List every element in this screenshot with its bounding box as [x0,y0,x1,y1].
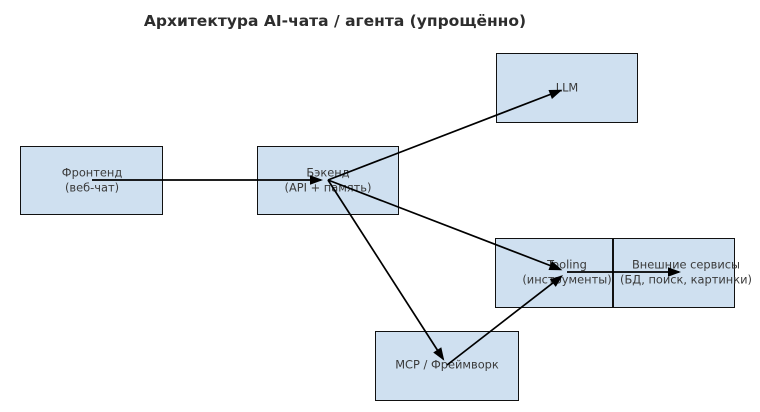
node-external-label-line: (БД, поиск, картинки) [620,272,752,286]
node-external-label: Внешние сервисы(БД, поиск, картинки) [620,257,752,286]
node-llm-label-line: LLM [555,80,579,95]
node-backend-label-line: (API + память) [284,180,372,194]
node-llm-label: LLM [556,81,579,96]
node-backend-label-line: Бэкенд [306,165,350,180]
node-frontend-label-line: Фронтенд [61,165,123,180]
node-mcp-label-line: MCP / Фреймворк [395,357,499,372]
node-mcp-label: MCP / Фреймворк [395,358,499,373]
node-tooling-label: Tooling(инструменты) [522,257,611,286]
node-tooling-label-line: (инструменты) [522,272,612,286]
node-tooling-label-line: Tooling [547,257,587,272]
node-frontend-label-line: (веб-чат) [64,180,120,194]
diagram-title: Архитектура AI-чата / агента (упрощённо) [143,12,527,30]
node-backend-label: Бэкенд(API + память) [285,165,372,194]
node-external-label-line: Внешние сервисы [631,257,741,272]
node-frontend-label: Фронтенд(веб-чат) [62,165,122,194]
